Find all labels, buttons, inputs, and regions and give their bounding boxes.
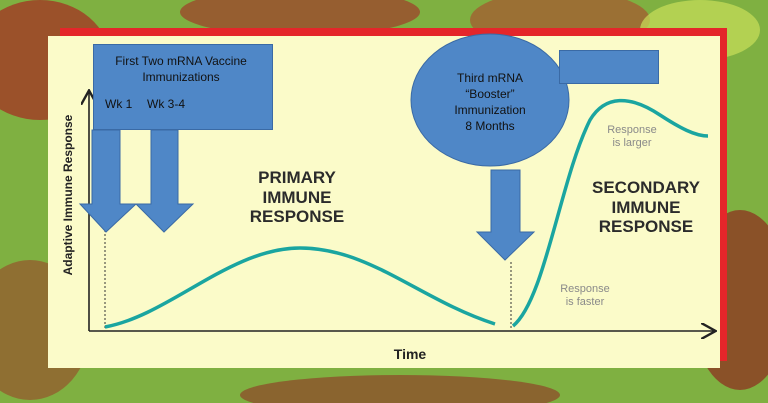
week34-arrow <box>134 129 195 233</box>
booster-line3: Immunization <box>454 103 526 117</box>
week1-arrow <box>78 129 138 233</box>
secondary-line2: IMMUNE <box>611 197 681 217</box>
faster-line2: is faster <box>565 296 605 309</box>
larger-line1: Response <box>607 124 657 136</box>
x-axis-label: Time <box>393 346 427 362</box>
booster-line1: Third mRNA <box>456 71 523 85</box>
booster-line2: “Booster” <box>465 87 515 101</box>
secondary-line1: SECONDARY <box>592 178 700 197</box>
secondary-callout-box <box>559 50 659 84</box>
larger-line2: is larger <box>612 137 652 150</box>
faster-line1: Response <box>560 283 610 295</box>
secondary-line3: RESPONSE <box>598 217 694 237</box>
primary-response-curve <box>104 246 496 329</box>
primary-immune-response-label: PRIMARY IMMUNE RESPONSE <box>232 168 362 227</box>
week1-label: Wk 1 <box>105 97 133 111</box>
response-larger-note: Response is larger <box>597 124 667 150</box>
primary-line3: RESPONSE <box>249 207 345 227</box>
primary-line2: IMMUNE <box>262 187 332 207</box>
booster-text: Third mRNA “Booster” Immunization 8 Mont… <box>440 70 540 134</box>
booster-line4: 8 Months <box>465 119 515 133</box>
first-immunizations-title: First Two mRNA Vaccine Immunizations <box>115 54 247 84</box>
secondary-response-curve <box>511 98 709 328</box>
secondary-immune-response-label: SECONDARY IMMUNE RESPONSE <box>574 178 718 237</box>
week34-label: Wk 3-4 <box>147 97 186 111</box>
response-faster-note: Response is faster <box>550 283 620 309</box>
booster-arrow <box>475 169 536 261</box>
first-immunizations-box: First Two mRNA Vaccine Immunizations Wk … <box>93 44 273 130</box>
y-axis-label: Adaptive Immune Response <box>61 114 75 276</box>
primary-line1: PRIMARY <box>258 168 336 187</box>
booster-bubble <box>410 33 570 167</box>
